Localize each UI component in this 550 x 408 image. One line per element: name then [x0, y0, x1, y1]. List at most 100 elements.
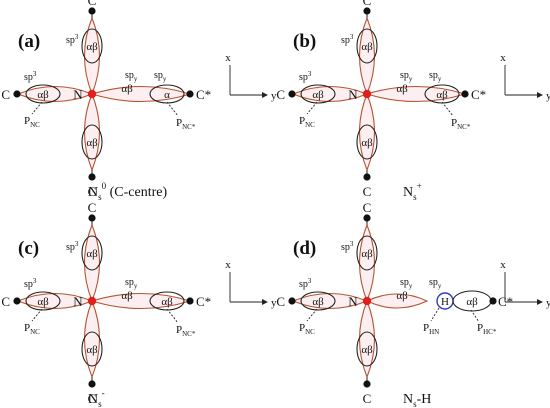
carbon-label-bottom: C	[88, 391, 97, 406]
lobe-right	[90, 86, 192, 102]
panel-caption-part: s	[98, 399, 102, 408]
hybrid-label-right-2-part: y	[438, 282, 442, 290]
hybrid-label-left-part: sp	[299, 72, 308, 83]
hybrid-label-right-2-part: sp	[154, 70, 163, 81]
p-label-left-part: P	[299, 115, 305, 127]
orbital-label-left: αβ	[37, 296, 49, 308]
hybrid-label-left-part: 3	[308, 277, 312, 285]
orbital-label-down: αβ	[86, 344, 98, 356]
carbon-atom-left	[288, 90, 296, 98]
hybrid-label-up-part: 3	[75, 240, 79, 248]
inner-orbital-left	[25, 291, 61, 311]
axis-x-label: x	[500, 52, 506, 64]
orbital-label-right: αβ	[436, 89, 448, 101]
p-label-left-part: NC	[305, 121, 315, 129]
panel-caption-part: -H	[417, 392, 432, 407]
axis-y-label: y	[546, 297, 550, 309]
carbon-atom-bottom	[363, 380, 371, 388]
hydrogen-label: H	[441, 296, 449, 308]
p-label-left: PNC	[299, 115, 315, 129]
inner-orbital-down	[81, 331, 103, 367]
carbon-star-atom	[186, 297, 194, 305]
carbon-label-top: C	[363, 0, 372, 8]
inner-orbital-left	[300, 84, 336, 104]
p-label-left-part: NC	[305, 328, 315, 336]
hybrid-label-right-2-part: y	[163, 75, 167, 83]
panel-caption-part: 0	[102, 181, 107, 191]
hybrid-label-right-1-part: sp	[125, 70, 134, 81]
carbon-label-top: C	[88, 0, 97, 8]
hybrid-label-right-1-part: sp	[400, 70, 409, 81]
nitrogen-atom	[87, 296, 97, 306]
nitrogen-label: N	[348, 87, 358, 102]
nitrogen-atom	[87, 89, 97, 99]
panel-caption-part: -	[102, 388, 105, 398]
p-label-right-part: P	[176, 117, 182, 129]
nitrogen-atom	[362, 89, 372, 99]
hybrid-label-right-1: spy	[125, 277, 138, 290]
hybrid-label-left-part: 3	[33, 277, 37, 285]
p-label-right-part: P	[477, 322, 483, 334]
nitrogen-label: N	[73, 294, 83, 309]
hybrid-label-right-1-part: y	[409, 75, 413, 83]
p-label-hn: PHN	[423, 322, 439, 336]
hybrid-label-right-1: spy	[400, 70, 413, 83]
panel-caption-part: s	[413, 192, 417, 202]
panel-caption: Ns-	[88, 388, 105, 408]
orbital-label-down: αβ	[361, 137, 373, 149]
carbon-atom-bottom	[363, 173, 371, 181]
p-label-left-part: NC	[30, 328, 40, 336]
axis-y-label: y	[271, 297, 277, 309]
p-label-right-part: NC*	[457, 123, 471, 131]
p-label-left-part: P	[299, 322, 305, 334]
hybrid-label-right-1-part: y	[134, 282, 138, 290]
carbon-atom-top	[363, 214, 371, 222]
carbon-star-atom	[461, 90, 469, 98]
carbon-star-label: C*	[196, 87, 211, 102]
inner-orbital-right	[424, 84, 460, 104]
axis-x-label: x	[225, 52, 231, 64]
p-label-left-part: P	[24, 115, 30, 127]
hybrid-label-right-2: spy	[429, 70, 442, 83]
p-pointer-left	[306, 101, 318, 115]
inner-orbital-left	[300, 291, 336, 311]
bond-label-right: αβ	[121, 83, 133, 95]
hybrid-label-up: sp3	[341, 33, 354, 46]
panel-label: (b)	[293, 31, 316, 52]
carbon-atom-left	[13, 90, 21, 98]
hybrid-label-left: sp3	[24, 277, 37, 290]
panel-label: (a)	[18, 31, 40, 52]
carbon-atom-bottom	[88, 173, 96, 181]
p-label-left: PNC	[24, 115, 40, 129]
hybrid-label-up: sp3	[66, 240, 79, 253]
orbital-label-down: αβ	[86, 137, 98, 149]
orbital-label-up: αβ	[361, 41, 373, 53]
axis-x-label: x	[500, 259, 506, 271]
hybrid-label-right-1-part: sp	[125, 277, 134, 288]
panel-caption-part: +	[417, 181, 422, 191]
p-label-right: PNC*	[176, 324, 196, 338]
carbon-star-label: C*	[498, 294, 513, 309]
panel-caption: Ns+	[403, 181, 422, 202]
p-label-left-part: NC	[30, 121, 40, 129]
hybrid-label-right-1-part: y	[409, 282, 413, 290]
carbon-star-atom	[186, 90, 194, 98]
panel-caption-part: s	[98, 192, 102, 202]
axis-y-arrow	[537, 92, 543, 98]
carbon-atom-bottom	[88, 380, 96, 388]
hybrid-label-right-2-part: sp	[429, 70, 438, 81]
hybrid-label-up-part: 3	[350, 33, 354, 41]
inner-orbital-right	[149, 84, 185, 104]
panel-caption-part: N	[403, 185, 413, 200]
hybrid-label-left-part: sp	[24, 279, 33, 290]
bond-label-right: αβ	[396, 83, 408, 95]
hybrid-label-right-2: spy	[154, 70, 167, 83]
hybrid-label-left: sp3	[24, 70, 37, 83]
inner-orbital-up	[81, 235, 103, 271]
p-label-left: PNC	[24, 322, 40, 336]
carbon-label-bottom: C	[363, 391, 372, 406]
hybrid-label-up-part: sp	[341, 35, 350, 46]
hybrid-label-right-1-part: y	[134, 75, 138, 83]
